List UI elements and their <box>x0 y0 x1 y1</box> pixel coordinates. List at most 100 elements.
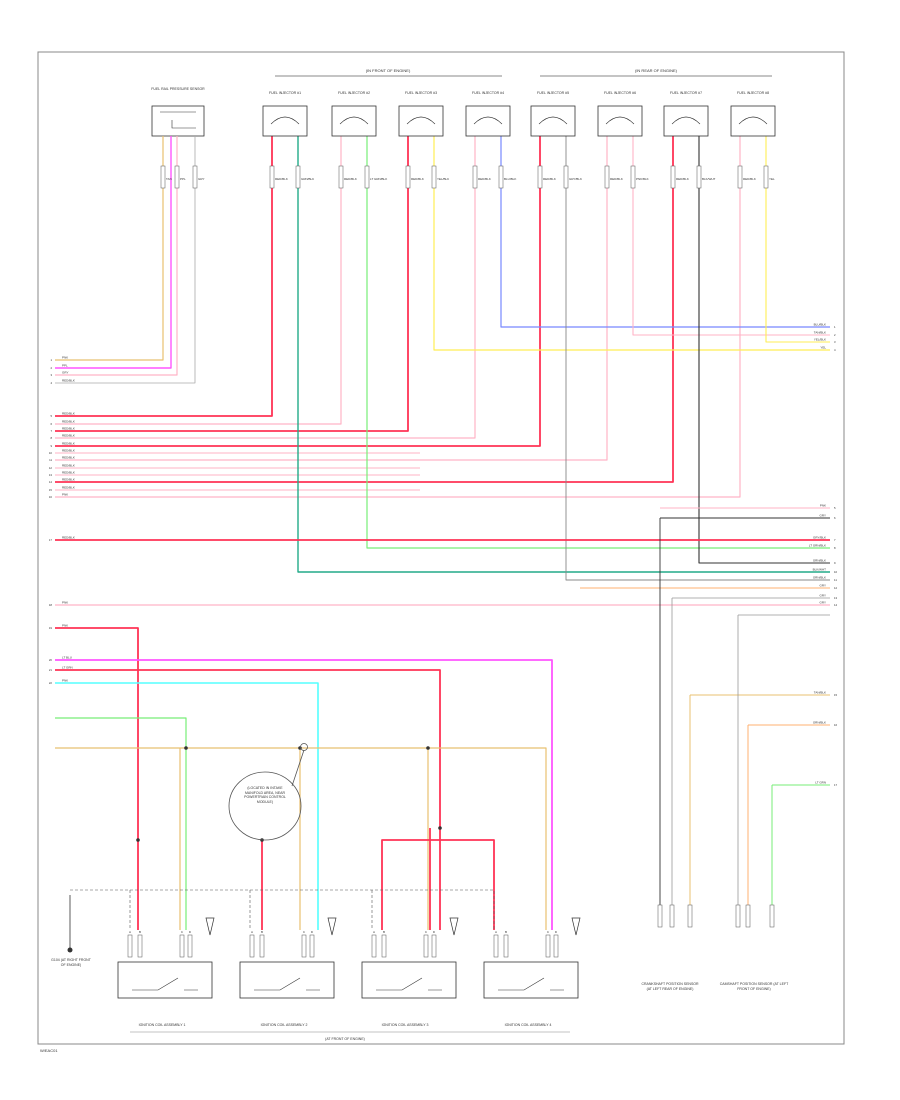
pin-label: C <box>547 930 550 934</box>
injector-coil-icon <box>538 116 568 125</box>
left-wire-label: RED/BLK <box>62 420 75 424</box>
connector-pin <box>249 934 255 958</box>
coil-symbol <box>498 977 564 991</box>
right-connector-labels: BLU/BLK1TAN/BLK2YEL/BLK3YEL4PNK5GRY6GRY/… <box>809 323 838 788</box>
pin-number: 13 <box>49 473 53 477</box>
wire-magenta <box>55 659 553 930</box>
pin-number: 3 <box>834 340 836 344</box>
footer-code: W/EAC01 <box>40 1048 58 1053</box>
splice-point <box>426 746 430 750</box>
connector-pin <box>431 165 437 189</box>
pin-number: 10 <box>49 451 53 455</box>
coil-body <box>239 961 335 999</box>
header: (IN FRONT OF ENGINE) (IN REAR OF ENGINE) <box>275 68 772 77</box>
pin-number: 19 <box>49 626 53 630</box>
ground-symbol: G104 (AT RIGHT FRONT OF ENGINE) <box>51 895 91 967</box>
pin-label: A <box>373 930 375 934</box>
wire-color-label: RED/BLK <box>543 177 556 181</box>
left-wire-label: RED/BLK <box>62 456 75 460</box>
connector-pin <box>669 904 675 928</box>
injector-label: FUEL INJECTOR #6 <box>604 91 636 95</box>
injector-label: FUEL INJECTOR #7 <box>670 91 702 95</box>
wire-color-label: RED/BLK <box>344 177 357 181</box>
pin-number: 7 <box>834 538 836 542</box>
coil-symbol <box>376 977 442 991</box>
pin-number: 6 <box>50 422 52 426</box>
connector-pin <box>657 904 663 928</box>
connector-pin <box>553 934 559 958</box>
connector-pin <box>545 934 551 958</box>
pin-number: 3 <box>50 373 52 377</box>
right-wire-label: YEL/BLK <box>814 338 826 342</box>
connector-pin <box>472 165 478 189</box>
injector-body <box>398 105 444 137</box>
pin-number: 12 <box>49 466 53 470</box>
pin-label: A <box>495 930 497 934</box>
coil-body <box>117 961 213 999</box>
injector-body <box>530 105 576 137</box>
wire-red <box>381 839 495 930</box>
connector-pin <box>127 934 133 958</box>
left-wire-label: PNK <box>62 493 68 497</box>
wire-red <box>55 136 409 432</box>
wire-color-label: RED/BLK <box>411 177 424 181</box>
pin-number: 15 <box>834 693 838 697</box>
wire-teal <box>297 136 830 573</box>
wire-red <box>55 627 139 930</box>
left-wire-label: RED/BLK <box>62 536 75 540</box>
connector-pin <box>431 934 437 958</box>
spark-plug-icon <box>205 917 215 936</box>
connector-pin <box>493 934 499 958</box>
connector-pin <box>309 934 315 958</box>
wire-red <box>55 136 674 483</box>
injector-label: FUEL INJECTOR #3 <box>405 91 437 95</box>
pin-number: 17 <box>49 538 53 542</box>
right-wire-label: GRY <box>820 601 826 605</box>
wire-color-label: YEL/BLK <box>437 177 449 181</box>
connector-pin <box>537 165 543 189</box>
pin-number: 8 <box>834 546 836 550</box>
right-wire-label: BLK/WHT <box>813 568 827 572</box>
crankshaft-sensor-label: CRANKSHAFT POSITION SENSOR (AT LEFT REAR… <box>641 982 699 991</box>
injector-coil-icon <box>339 116 369 125</box>
pin-label: C <box>303 930 306 934</box>
left-wire-label: RED/BLK <box>62 486 75 490</box>
wire-pink <box>55 136 342 425</box>
pin-label: D <box>555 930 558 934</box>
right-wire-label: GRY <box>820 584 826 588</box>
coil-group-label: (AT FRONT OF ENGINE) <box>325 1037 365 1041</box>
left-wire-label: LT BLU <box>62 656 72 660</box>
pin-label: A <box>251 930 253 934</box>
crankshaft-position-sensor: CRANKSHAFT POSITION SENSOR (AT LEFT REAR… <box>641 982 699 991</box>
connector-pin <box>563 165 569 189</box>
left-wire-label: RED/BLK <box>62 471 75 475</box>
wire-color-label: PNK/BLK <box>636 177 649 181</box>
connector-pin <box>160 165 166 189</box>
right-wire-label: ORN/BLK <box>813 576 826 580</box>
pin-number: 2 <box>50 366 52 370</box>
left-wire-label: RED/BLK <box>62 464 75 468</box>
connector-pin <box>259 934 265 958</box>
right-wire-label: YEL <box>820 346 826 350</box>
pin-number: 1 <box>50 358 52 362</box>
right-wire-label: LT GRN/BLK <box>809 544 826 548</box>
pin-number: 13 <box>834 596 838 600</box>
left-wire-label: PPL <box>62 364 68 368</box>
splice-callout: (LOCATED IN INTAKE MANIFOLD AREA, NEAR P… <box>228 743 308 841</box>
connector-pin <box>423 934 429 958</box>
right-wire-label: GRY <box>820 594 826 598</box>
pin-number: 1 <box>834 325 836 329</box>
left-wire-label: RED/BLK <box>62 442 75 446</box>
wire-color-label: BLK/WHT <box>702 177 716 181</box>
pin-number: 15 <box>49 488 53 492</box>
splice-callout-text: (LOCATED IN INTAKE MANIFOLD AREA, NEAR P… <box>244 786 286 804</box>
splice-point <box>184 746 188 750</box>
wire-red <box>55 136 273 417</box>
connector-pin <box>670 165 676 189</box>
injector-body <box>663 105 709 137</box>
